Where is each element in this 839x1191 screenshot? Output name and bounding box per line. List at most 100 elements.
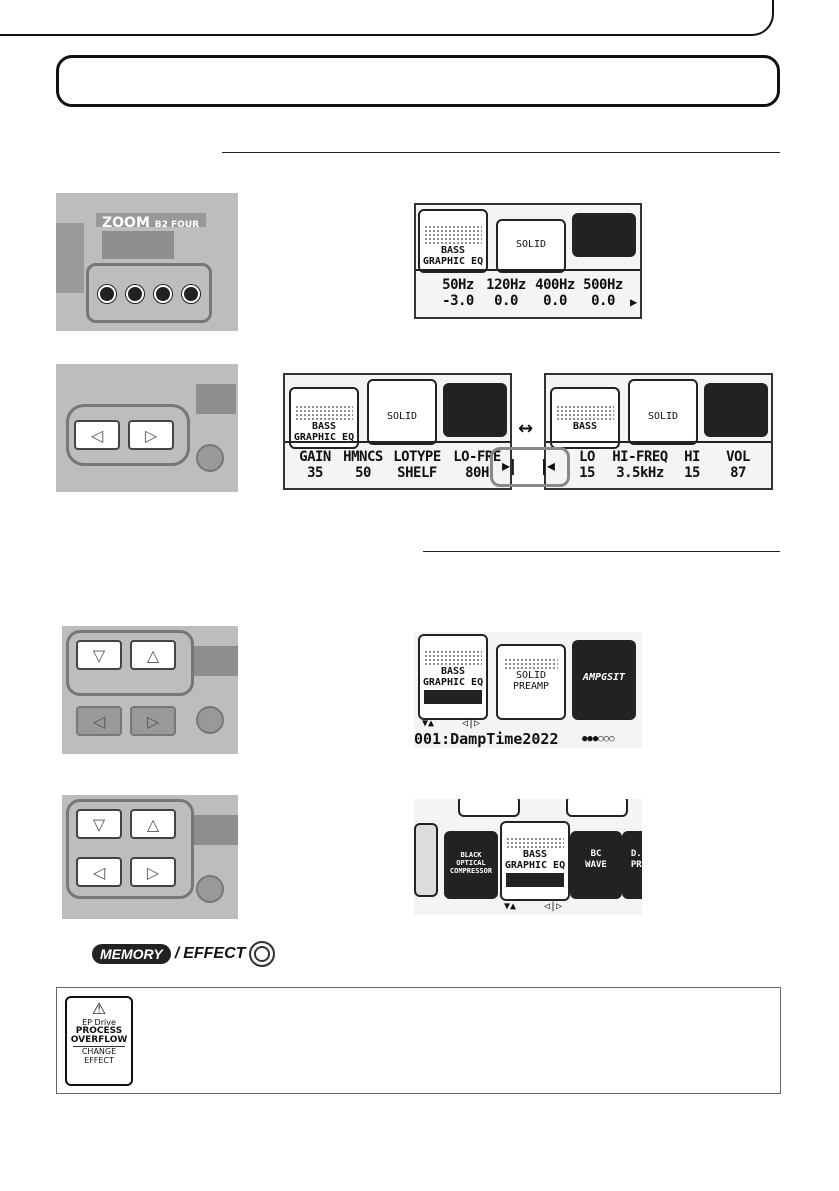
param-hifreq-name: HI-FREQ (612, 449, 668, 465)
lcd-screen-1: BASS GRAPHIC EQ SOLID 50Hz -3.0 120Hz 0.… (414, 203, 642, 319)
param-lotype-name: LOTYPE (393, 449, 441, 465)
pedal-bass: BASS (550, 387, 620, 449)
lcd-screen-3: BASS GRAPHIC EQ SOLID PREAMP AMPGSIT ▼▲ … (414, 632, 642, 748)
warning-triangle-icon: ⚠ (91, 999, 107, 1018)
pedal-4-right-label: BC WAVE (585, 849, 607, 870)
warning-line-2: PROCESS (75, 1026, 123, 1036)
slash-text: / (174, 945, 180, 962)
right-button-dim: ▷ (130, 706, 176, 736)
right-button[interactable]: ▷ (128, 420, 174, 450)
param-hmncs-value: 50 (355, 465, 371, 481)
param-gain-name: GAIN (299, 449, 331, 465)
pedal-3-2-label: SOLID PREAMP (512, 670, 550, 692)
lcd-screen-4: BLACK OPTICAL COMPRESSOR BASS GRAPHIC EQ… (414, 799, 642, 915)
section-rule-2 (423, 551, 780, 552)
device-leftright-image: ◁ ▷ (56, 364, 238, 492)
pedal-bass: BASS GRAPHIC EQ (289, 387, 359, 449)
param-hi-name: HI (684, 449, 700, 465)
updown-highlight (66, 630, 194, 696)
footswitch-icon (249, 941, 276, 967)
pedal-2b-1-label: BASS (572, 421, 598, 432)
patch-name: 001:DampTime2022 (414, 730, 559, 748)
warning-line-3: OVERFLOW (70, 1035, 128, 1045)
brand-logo: ZOOM B2 FOUR (102, 215, 199, 231)
pedal-bass-graphic-eq-selected: BASS GRAPHIC EQ (418, 634, 488, 720)
nav-arrows-lr-icon: ◁|▷ (462, 718, 481, 729)
pedal-bass-graphic-eq: BASS GRAPHIC EQ (418, 209, 488, 273)
param-lofreq-name: LO-FRE (453, 449, 501, 465)
left-button-dim: ◁ (76, 706, 122, 736)
pedal-solid: SOLID (496, 219, 566, 273)
pedal-black-optical-compressor: BLACK OPTICAL COMPRESSOR (444, 831, 498, 899)
param-lotype-value: SHELF (397, 465, 437, 481)
device-four-buttons-image: ▽ △ ◁ ▷ (62, 795, 238, 919)
section-title-box (56, 55, 780, 107)
page-corner-line (0, 0, 774, 36)
nav-arrows-icon: ▼▲ (504, 901, 517, 912)
param-1-name: 50Hz (442, 277, 474, 293)
effect-text: EFFECT (183, 945, 246, 962)
param-2-name: 120Hz (486, 277, 526, 293)
four-buttons-highlight (66, 799, 194, 899)
pedal-amp (572, 213, 636, 257)
knob-1[interactable] (98, 285, 116, 303)
param-lo-name: LO (579, 449, 595, 465)
up-button[interactable]: △ (130, 640, 176, 670)
pedal-solid-selected: SOLID (367, 379, 437, 445)
leftright-highlight (66, 404, 190, 466)
device-updown-image: ▽ △ ◁ ▷ (62, 626, 238, 754)
pedal-3-1-label: BASS GRAPHIC EQ (422, 666, 484, 688)
param-3-name: 400Hz (535, 277, 575, 293)
lcd-screen-2a: BASS GRAPHIC EQ SOLID GAIN 35 HMNCS 50 L… (283, 373, 512, 490)
down-button[interactable]: ▽ (76, 809, 122, 839)
memory-effect-label: MEMORY / EFFECT (92, 941, 276, 967)
knob-3[interactable] (154, 285, 172, 303)
pedal-amp (704, 383, 768, 437)
param-4-name: 500Hz (583, 277, 623, 293)
nav-arrows-icon: ▼▲ (422, 718, 435, 729)
lcd-screen-2b: BASS SOLID LO 15 HI-FREQ 3.5kHz HI 15 VO… (544, 373, 773, 490)
brand-text: ZOOM (102, 215, 150, 231)
left-button[interactable]: ◁ (74, 420, 120, 450)
pedal-4-left-label: BLACK OPTICAL COMPRESSOR (449, 851, 493, 875)
pedal-2a-2-label: SOLID (386, 411, 418, 422)
left-button[interactable]: ◁ (76, 857, 122, 887)
param-4-value: 0.0 (591, 293, 615, 309)
up-button[interactable]: △ (130, 809, 176, 839)
pedal-2-label: SOLID (515, 239, 547, 250)
section-rule-1 (222, 152, 780, 153)
down-button[interactable]: ▽ (76, 640, 122, 670)
warning-line-1: EP Drive (82, 1018, 116, 1027)
knob-4[interactable] (182, 285, 200, 303)
model-text: B2 FOUR (154, 220, 200, 230)
param-1-value: -3.0 (442, 293, 474, 309)
patch-dots: ●●●○○○ (582, 734, 615, 744)
pedal-3-3-label: AMPGSIT (582, 672, 626, 683)
param-vol-name: VOL (726, 449, 750, 465)
param-lofreq-value: 80H (465, 465, 489, 481)
pedal-bc-wave: BC WAVE (570, 831, 622, 899)
warning-screen-icon: ⚠ EP Drive PROCESS OVERFLOW CHANGE EFFEC… (65, 996, 133, 1086)
pedal-4-far-label: D.I PRE (630, 849, 642, 870)
param-hifreq-value: 3.5kHz (616, 465, 664, 481)
page-right-icon: ▶ (630, 295, 638, 309)
warning-line-4: CHANGE (73, 1046, 125, 1056)
pedal-1-label: BASS GRAPHIC EQ (422, 245, 484, 267)
param-hmncs-name: HMNCS (343, 449, 383, 465)
param-lo-value: 15 (579, 465, 595, 481)
memory-badge: MEMORY (92, 944, 171, 964)
pedal-di-pre: D.I PRE (622, 831, 642, 899)
right-button[interactable]: ▷ (130, 857, 176, 887)
param-2-value: 0.0 (494, 293, 518, 309)
knobs-highlight (86, 263, 212, 323)
warning-line-5: EFFECT (84, 1056, 114, 1065)
param-gain-value: 35 (307, 465, 323, 481)
swap-arrow-icon: ↔ (518, 418, 534, 439)
pedal-bass-graphic-eq-selected: BASS GRAPHIC EQ (500, 821, 570, 901)
note-box: ⚠ EP Drive PROCESS OVERFLOW CHANGE EFFEC… (56, 987, 781, 1094)
pedal-ampgsit: AMPGSIT (572, 640, 636, 720)
page-end-right-icon: ▸| (502, 456, 516, 475)
param-hi-value: 15 (684, 465, 700, 481)
pedal-solid-selected: SOLID (628, 379, 698, 445)
knob-2[interactable] (126, 285, 144, 303)
